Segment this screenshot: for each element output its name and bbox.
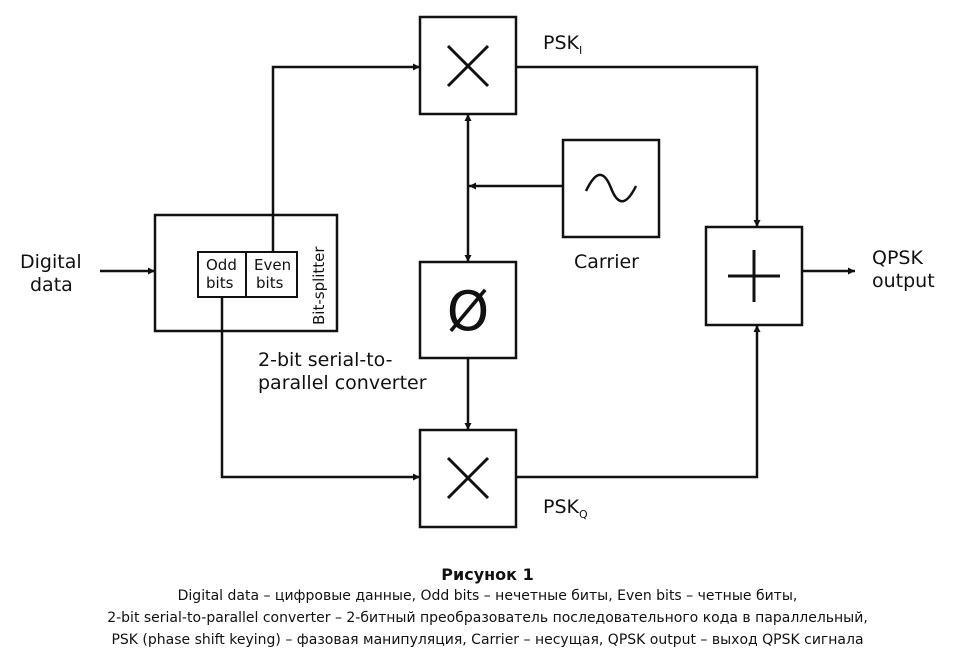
carrier-label: Carrier: [574, 251, 639, 273]
psk-q-label: PSKQ: [543, 496, 588, 521]
odd-bits-label-line2: bits: [206, 274, 234, 292]
bit-splitter-label: Bit-splitter: [310, 246, 328, 325]
digital-data-label-line2: data: [30, 274, 73, 296]
converter-label-line2: parallel converter: [258, 372, 427, 394]
psk-i-path: [516, 65, 761, 227]
summer-box: [704, 225, 804, 327]
bit-splitter-box: [153, 213, 339, 333]
multiply-icon: [446, 44, 490, 88]
odd-bits-path: [220, 297, 420, 481]
phase-shift-icon: Ø: [447, 280, 490, 343]
qpsk-output-label-line2: output: [872, 270, 935, 292]
caption-line-1: Digital data – цифровые данные, Odd bits…: [177, 588, 798, 604]
even-bits-path: [271, 63, 420, 252]
carrier-box: [561, 138, 661, 239]
sine-wave-icon: [584, 173, 638, 203]
psk-i-label: PSKI: [543, 32, 582, 57]
multiply-icon: [446, 456, 490, 500]
qpsk-output-label-line1: QPSK: [872, 247, 923, 269]
caption-line-3: PSK (phase shift keying) – фазовая манип…: [111, 632, 864, 648]
psk-q-path: [516, 325, 761, 479]
odd-bits-label-line1: Odd: [206, 256, 237, 274]
converter-label-line1: 2-bit serial-to-: [258, 349, 393, 371]
caption-title: Рисунок 1: [441, 565, 534, 584]
caption-line-2: 2-bit serial-to-parallel converter – 2-б…: [107, 610, 868, 626]
plus-icon: [728, 250, 780, 302]
even-bits-label-line1: Even: [254, 256, 291, 274]
even-bits-box: [245, 251, 298, 298]
even-bits-label-line2: bits: [256, 274, 284, 292]
digital-data-label-line1: Digital: [20, 251, 82, 273]
qpsk-block-diagram: Digital data Bit-splitter Odd bits Even …: [20, 15, 935, 529]
